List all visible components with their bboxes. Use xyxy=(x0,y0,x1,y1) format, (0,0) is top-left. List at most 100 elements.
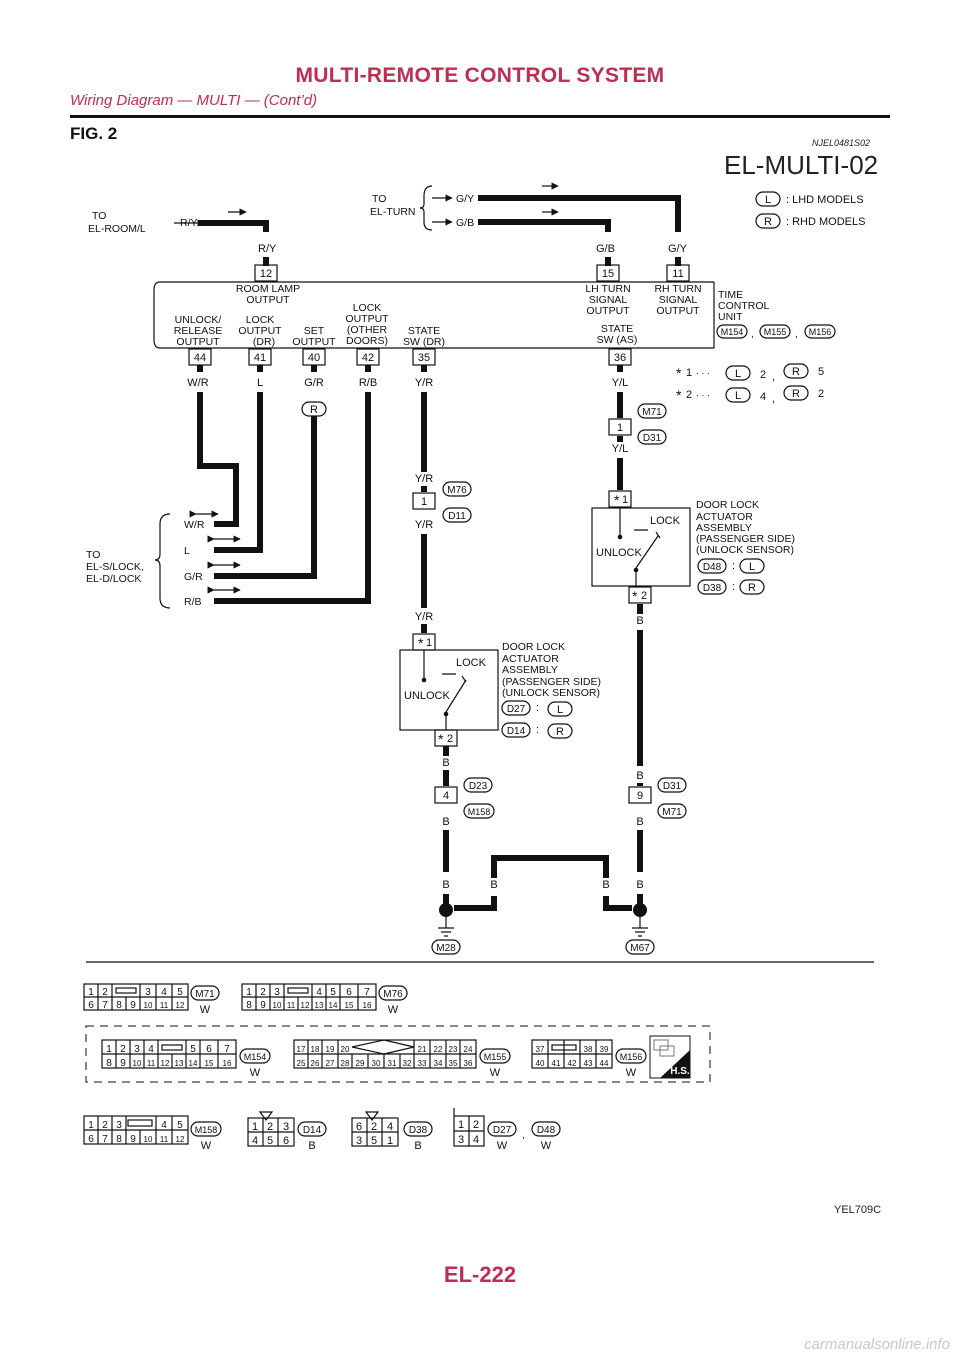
connector-d38: 6 2 4 3 5 1 D38 B xyxy=(351,1111,433,1152)
svg-text:H.S.: H.S. xyxy=(670,1066,690,1077)
svg-text:5: 5 xyxy=(371,1135,377,1147)
svg-text:2: 2 xyxy=(120,1044,126,1055)
svg-text:43: 43 xyxy=(584,1059,593,1068)
svg-text:(UNLOCK SENSOR): (UNLOCK SENSOR) xyxy=(502,687,600,699)
svg-text:4: 4 xyxy=(473,1134,479,1146)
figure-label: FIG. 2 xyxy=(70,124,118,143)
svg-text:32: 32 xyxy=(403,1059,412,1068)
svg-text:19: 19 xyxy=(326,1045,335,1054)
svg-text:*: * xyxy=(632,588,638,604)
connector-m154: 1 2 3 4 5 6 7 8 9 10 11 12 13 14 15 16 M… xyxy=(101,1039,271,1079)
svg-text:6: 6 xyxy=(346,987,352,998)
svg-text:35: 35 xyxy=(418,352,430,364)
svg-text:L: L xyxy=(257,377,263,389)
connector-d27-d48: 1 2 3 4 D27 W , D48 W xyxy=(453,1108,561,1152)
svg-text:7: 7 xyxy=(224,1044,230,1055)
svg-text:B: B xyxy=(414,1140,421,1152)
svg-text:G/R: G/R xyxy=(184,571,203,583)
svg-text:27: 27 xyxy=(326,1059,335,1068)
svg-text:28: 28 xyxy=(341,1059,350,1068)
svg-text:3: 3 xyxy=(458,1134,464,1146)
svg-text:1: 1 xyxy=(421,496,427,508)
svg-text:W/R: W/R xyxy=(187,377,208,389)
svg-text:5: 5 xyxy=(330,987,336,998)
svg-text:2: 2 xyxy=(371,1121,377,1133)
svg-text:13: 13 xyxy=(315,1001,324,1010)
svg-text:7: 7 xyxy=(102,1134,108,1145)
svg-text:W: W xyxy=(250,1067,261,1079)
legend-lhd: : LHD MODELS xyxy=(786,194,864,206)
svg-text:D23: D23 xyxy=(469,781,488,792)
svg-text:9: 9 xyxy=(637,790,643,802)
svg-text:TO: TO xyxy=(86,549,100,561)
svg-text:12: 12 xyxy=(161,1059,170,1068)
svg-text:5: 5 xyxy=(177,987,183,998)
svg-text:2: 2 xyxy=(260,987,266,998)
connector-m156: 37 38 39 40 41 42 43 44 M156 W xyxy=(531,1039,647,1079)
svg-text:OUTPUT: OUTPUT xyxy=(238,325,282,337)
svg-text:4: 4 xyxy=(443,790,449,802)
svg-text:SET: SET xyxy=(304,325,325,337)
svg-text:OUTPUT: OUTPUT xyxy=(176,336,220,348)
svg-text:10: 10 xyxy=(144,1135,153,1144)
svg-text:14: 14 xyxy=(189,1059,198,1068)
svg-text:D14: D14 xyxy=(303,1125,322,1136)
svg-text:LOCK: LOCK xyxy=(246,314,275,326)
svg-text:Y/R: Y/R xyxy=(415,473,433,485)
svg-text:18: 18 xyxy=(311,1045,320,1054)
svg-text:,: , xyxy=(772,371,775,383)
svg-text:1: 1 xyxy=(458,1119,464,1131)
svg-text:UNLOCK: UNLOCK xyxy=(404,690,451,702)
svg-text:4: 4 xyxy=(316,987,322,998)
pin-36: 36 xyxy=(608,348,632,366)
room-lamp-connection: TO EL-ROOM/L R/Y R/Y xyxy=(88,208,277,266)
svg-text:UNLOCK: UNLOCK xyxy=(596,547,643,559)
svg-text:D27: D27 xyxy=(493,1125,512,1136)
svg-text:40: 40 xyxy=(536,1059,545,1068)
svg-text:W: W xyxy=(201,1140,212,1152)
svg-text:29: 29 xyxy=(356,1059,365,1068)
svg-text:,: , xyxy=(795,329,798,340)
connector-d14: 1 2 3 4 5 6 D14 B xyxy=(247,1111,327,1152)
svg-text:2: 2 xyxy=(641,590,647,602)
image-code: YEL709C xyxy=(834,1204,882,1216)
svg-text:9: 9 xyxy=(260,1000,266,1011)
svg-text:15: 15 xyxy=(345,1001,354,1010)
svg-text:R: R xyxy=(792,366,800,378)
svg-text:B: B xyxy=(442,879,449,891)
svg-text:8: 8 xyxy=(116,1000,122,1011)
svg-text:Y/L: Y/L xyxy=(612,443,629,455)
svg-text:OUTPUT: OUTPUT xyxy=(345,313,389,325)
svg-text:G/Y: G/Y xyxy=(456,193,474,205)
svg-text:9: 9 xyxy=(120,1058,126,1069)
svg-text:B: B xyxy=(490,879,497,891)
svg-text:8: 8 xyxy=(116,1134,122,1145)
svg-text:B: B xyxy=(308,1140,315,1152)
pin-40: 40 xyxy=(302,348,326,366)
svg-text:W: W xyxy=(388,1004,399,1016)
pin-42: 42 xyxy=(356,348,380,366)
svg-text::: : xyxy=(536,702,539,714)
svg-text:2: 2 xyxy=(686,389,692,401)
svg-text::: : xyxy=(732,581,735,593)
svg-text:M28: M28 xyxy=(436,943,456,954)
svg-text:M158: M158 xyxy=(468,807,491,817)
svg-text:R: R xyxy=(748,582,756,594)
svg-text:B: B xyxy=(442,816,449,828)
svg-text:Y/R: Y/R xyxy=(415,611,433,623)
reference-code: NJEL0481S02 xyxy=(812,138,871,148)
svg-text:10: 10 xyxy=(273,1001,282,1010)
connector-m76: 1 2 3 4 5 6 7 8 9 10 11 12 13 14 15 16 M… xyxy=(241,983,408,1016)
svg-text:36: 36 xyxy=(614,352,626,364)
svg-text:M76: M76 xyxy=(383,989,403,1000)
svg-text:R: R xyxy=(310,404,318,416)
svg-text:39: 39 xyxy=(600,1045,609,1054)
svg-text:44: 44 xyxy=(194,352,206,364)
svg-text:STATE: STATE xyxy=(601,323,633,335)
svg-text:1: 1 xyxy=(88,987,94,998)
svg-text:4: 4 xyxy=(252,1135,258,1147)
svg-text:2: 2 xyxy=(267,1121,273,1133)
svg-text:B: B xyxy=(636,770,643,782)
svg-text:4: 4 xyxy=(148,1044,154,1055)
